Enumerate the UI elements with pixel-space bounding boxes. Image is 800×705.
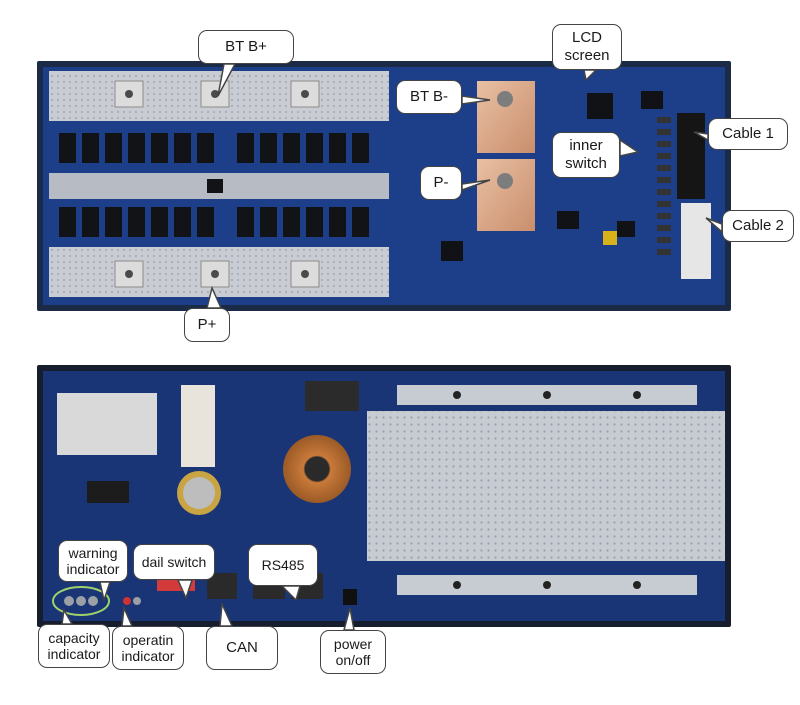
inner-switch-label: inner switch [565, 137, 607, 172]
cable-2-label: Cable 2 [732, 217, 784, 234]
dail-switch-callout: dail switch [133, 544, 215, 580]
power-on-off-callout: power on/off [320, 630, 386, 674]
lcd-screen-callout: LCD screen [552, 24, 622, 70]
rs485-label: RS485 [261, 557, 305, 573]
bt-b-plus-label: BT B+ [225, 38, 267, 55]
bt-b-plus-callout: BT B+ [198, 30, 294, 64]
cable-2-callout: Cable 2 [722, 210, 794, 242]
inner-switch-callout: inner switch [552, 132, 620, 178]
bt-b-minus-label: BT B- [409, 88, 449, 105]
warning-indicator-label: warning indicator [66, 545, 120, 577]
p-plus-label: P+ [197, 316, 217, 333]
dail-switch-label: dail switch [141, 554, 207, 570]
can-callout: CAN [206, 626, 278, 670]
bt-b-minus-callout: BT B- [396, 80, 462, 114]
rs485-callout: RS485 [248, 544, 318, 586]
capacity-indicator-callout: capacity indicator [38, 624, 110, 668]
p-minus-label: P- [433, 174, 449, 191]
cable-1-callout: Cable 1 [708, 118, 788, 150]
top-board-photo [37, 61, 731, 311]
lcd-screen-label: LCD screen [564, 29, 610, 64]
power-on-off-label: power on/off [333, 636, 373, 668]
can-label: CAN [226, 639, 258, 656]
p-plus-callout: P+ [184, 308, 230, 342]
bottom-board-photo [37, 365, 731, 627]
top-board-image [37, 61, 731, 311]
cable-1-label: Cable 1 [722, 125, 774, 142]
warning-indicator-callout: warning indicator [58, 540, 128, 582]
bottom-board-image [37, 365, 731, 627]
capacity-indicator-label: capacity indicator [47, 630, 101, 662]
operatin-indicator-callout: operatin indicator [112, 626, 184, 670]
operatin-indicator-label: operatin indicator [121, 632, 175, 664]
p-minus-callout: P- [420, 166, 462, 200]
